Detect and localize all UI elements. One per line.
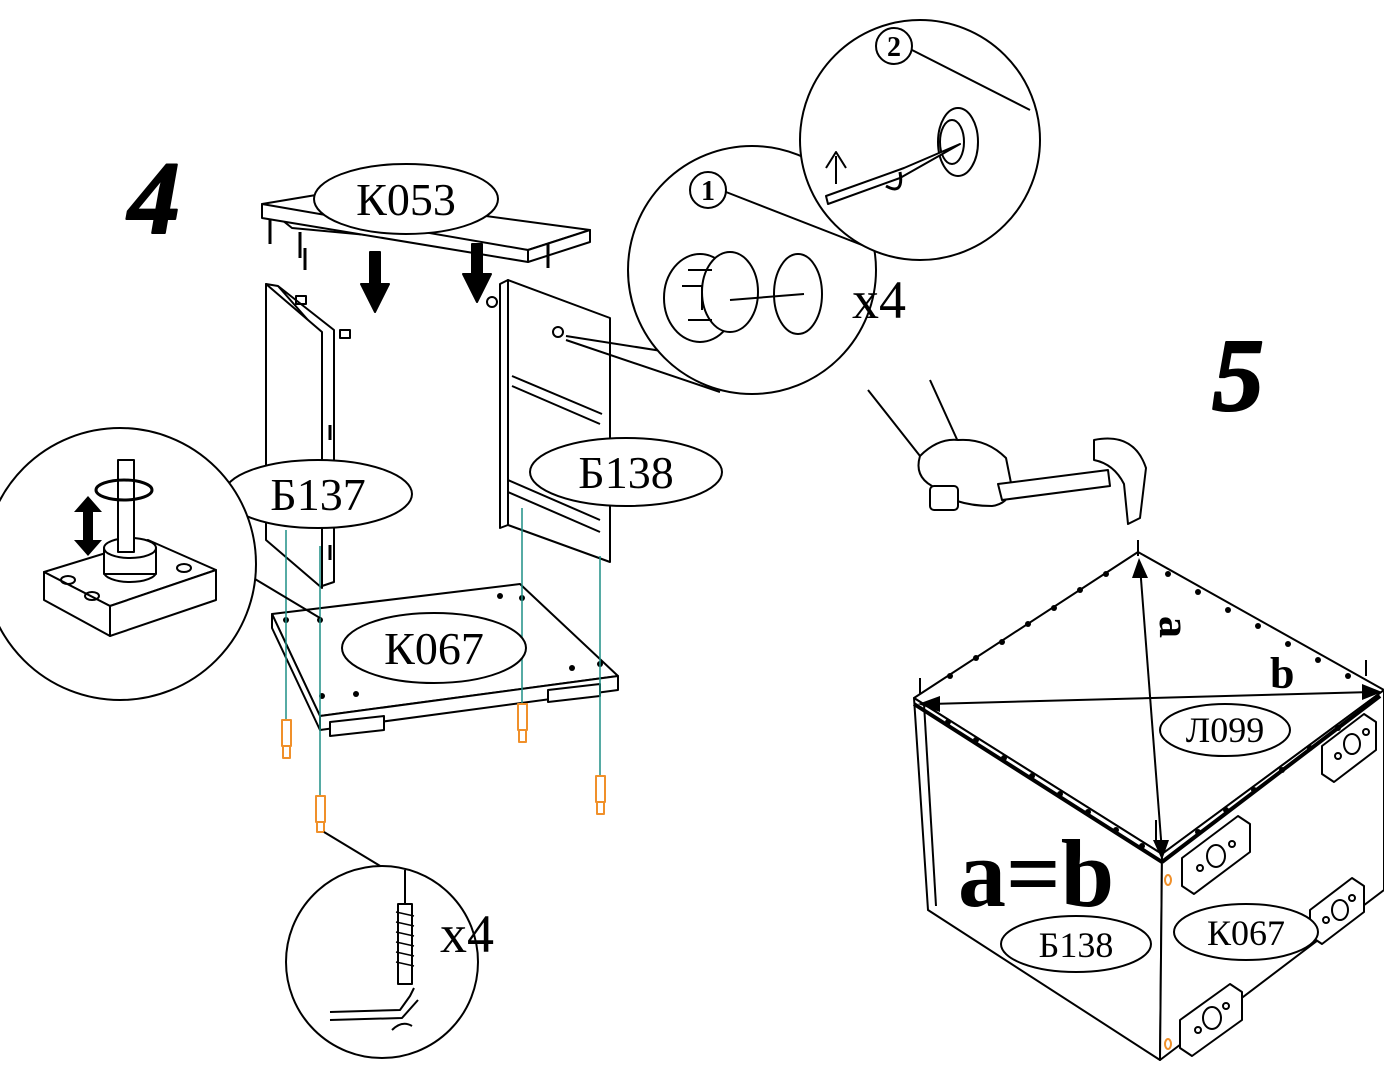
diagonal-b-label: b xyxy=(1270,649,1294,698)
diagonal-a-label: a xyxy=(1150,616,1199,638)
adjustable-legs xyxy=(281,703,606,833)
bottom-panel-label: К067 xyxy=(341,612,527,684)
left-side-panel xyxy=(265,283,351,589)
svg-text:Б138: Б138 xyxy=(1039,925,1114,965)
right-side-panel xyxy=(486,279,611,563)
leg-hexkey-detail xyxy=(285,831,479,1059)
corner-nails xyxy=(919,540,1367,840)
svg-text:2: 2 xyxy=(887,32,901,63)
top-panel-label: К053 xyxy=(313,163,499,235)
cam-step-2-badge: 2 xyxy=(875,27,913,65)
svg-text:К067: К067 xyxy=(1207,913,1285,953)
assembled-bottom-panel-label: К067 xyxy=(1173,903,1319,961)
cam-lock-detail xyxy=(565,145,877,395)
left-side-label: Б137 xyxy=(223,459,413,529)
svg-text:К053: К053 xyxy=(356,174,456,225)
hand-hammer xyxy=(867,379,1147,525)
hanger-block-top xyxy=(1321,713,1377,783)
svg-text:Б138: Б138 xyxy=(578,447,673,498)
step-number-5: 5 xyxy=(1212,318,1264,433)
step-number-4: 4 xyxy=(126,141,180,256)
cam-tighten-detail xyxy=(799,19,1041,261)
cam-step-1-badge: 1 xyxy=(689,171,727,209)
cam-step-2-leader xyxy=(911,49,1031,111)
assembled-right-side-label: Б138 xyxy=(1000,915,1152,973)
diagonal-a xyxy=(1132,558,1169,860)
svg-text:Л099: Л099 xyxy=(1186,710,1264,750)
leg-quantity: x4 xyxy=(440,904,494,964)
hanger-block-mid xyxy=(1181,815,1251,895)
hanger-block-bottom xyxy=(1179,983,1243,1057)
right-side-label: Б138 xyxy=(529,437,723,507)
cam-step-1-leader xyxy=(725,191,881,253)
nail-dots xyxy=(945,571,1351,849)
cam-quantity: x4 xyxy=(852,270,906,330)
back-panel-label: Л099 xyxy=(1159,703,1291,757)
svg-text:1: 1 xyxy=(701,176,715,207)
down-arrow-right xyxy=(462,243,492,303)
cabinet-pins xyxy=(1164,874,1172,1050)
diagonal-b xyxy=(918,684,1382,712)
leg-adjust-detail xyxy=(0,427,321,701)
svg-text:Б137: Б137 xyxy=(270,469,365,520)
down-arrow-left xyxy=(360,251,390,313)
cabinet-edge-left xyxy=(912,702,1164,864)
cabinet-front-right-face xyxy=(1159,689,1384,1061)
svg-text:К067: К067 xyxy=(384,623,484,674)
guide-lines xyxy=(285,508,601,826)
diagonal-rule: a=b xyxy=(958,820,1114,927)
